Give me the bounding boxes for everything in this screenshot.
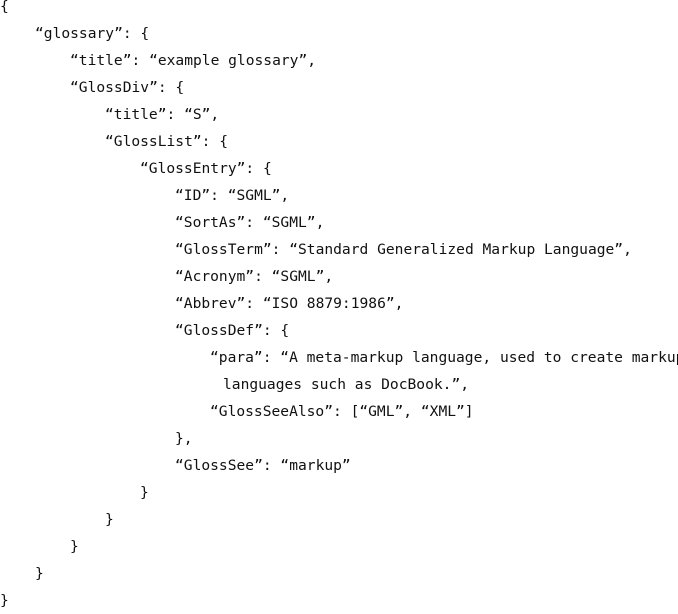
code-line: “GlossEntry”: {: [140, 160, 272, 177]
code-line: “GlossList”: {: [105, 133, 229, 150]
code-line: “title”: “example glossary”,: [70, 52, 317, 69]
code-line: “GlossTerm”: “Standard Generalized Marku…: [175, 241, 632, 258]
code-line: }: [140, 484, 149, 501]
code-line: }: [0, 592, 9, 609]
code-line: {: [0, 0, 9, 15]
code-line: “ID”: “SGML”,: [175, 187, 290, 204]
code-line: “Abbrev”: “ISO 8879:1986”,: [175, 295, 404, 312]
code-line: “GlossSee”: “markup”: [175, 457, 351, 474]
code-line: “para”: “A meta-markup language, used to…: [210, 349, 678, 366]
code-line: “SortAs”: “SGML”,: [175, 214, 325, 231]
code-line: “Acronym”: “SGML”,: [175, 268, 334, 285]
code-line: “GlossDiv”: {: [70, 79, 185, 96]
code-line: },: [175, 430, 193, 447]
code-line: “GlossSeeAlso”: [“GML”, “XML”]: [210, 403, 474, 420]
code-line: “GlossDef”: {: [175, 322, 290, 339]
code-line: “glossary”: {: [35, 25, 150, 42]
code-line: “title”: “S”,: [105, 106, 220, 123]
code-line: }: [35, 565, 44, 582]
code-line: }: [70, 538, 79, 555]
code-line: languages such as DocBook.”,: [223, 376, 470, 393]
code-line: }: [105, 511, 114, 528]
